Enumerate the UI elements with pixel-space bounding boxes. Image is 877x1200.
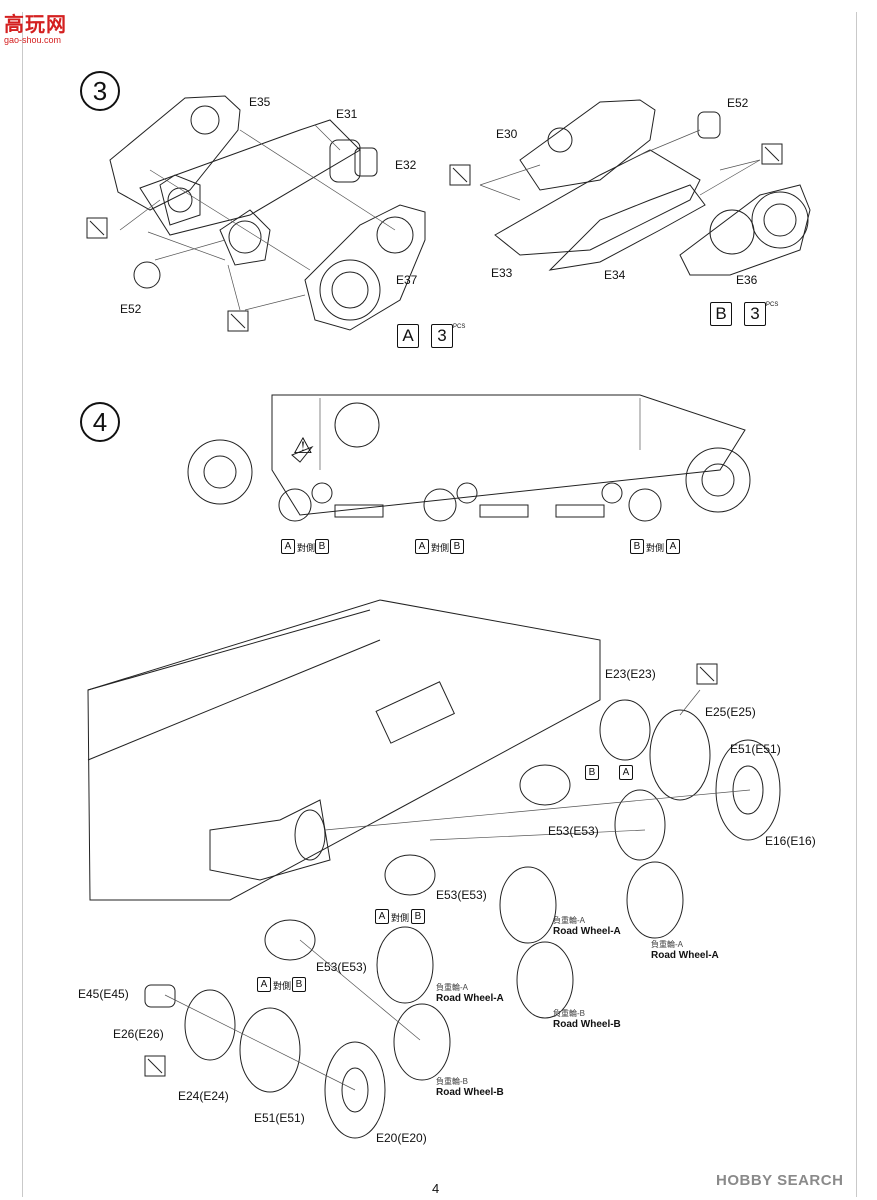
part-label-e32: E32 [395,158,417,172]
road-wheel-en: Road Wheel-B [436,1087,504,1098]
part-label-e31: E31 [336,107,358,121]
road-wheel-en: Road Wheel-A [553,926,621,937]
step5-pair1-b: A [619,765,633,780]
step3-right-drawing [479,99,811,276]
part-label-e53-c: E53(E53) [316,960,367,974]
watermark-url: gao-shou.com [4,35,62,45]
step5-pair3-mid: 對側 [273,981,292,991]
pcs-label-right: PCS [766,302,779,308]
step5-pair1-a: B [585,765,599,780]
road-wheel-en: Road Wheel-A [436,993,504,1004]
step5-pair2-b: B [411,909,425,924]
step5-pair3-a: A [257,977,271,992]
page-border [22,12,857,1197]
warning-icon: ⚠ [293,433,313,458]
part-label-e53-b: E53(E53) [436,888,487,902]
step4-pair2-b: B [450,539,464,554]
part-label-e34: E34 [604,268,626,282]
part-label-e51-right: E51(E51) [730,742,781,756]
step4-drawing [187,394,751,522]
road-wheel-label-5: 負重輪-B Road Wheel-B [436,1076,504,1098]
source-watermark: HOBBY SEARCH [716,1172,844,1189]
pcs-label-left: PCS [453,324,466,330]
part-label-e37: E37 [396,273,418,287]
step4-pair3-a: B [630,539,644,554]
step5-drawing [87,599,781,1139]
road-wheel-cn: 負重輪-B [436,1077,468,1086]
step-4-number: 4 [80,402,120,442]
step4-pair1-a: A [281,539,295,554]
road-wheel-label-1: 負重輪-A Road Wheel-A [553,915,621,937]
part-label-e52-left: E52 [120,302,142,316]
part-label-e26: E26(E26) [113,1027,164,1041]
road-wheel-cn: 負重輪-A [553,916,585,925]
part-set-box-b: B [710,302,732,326]
step4-pair2-mid: 對側 [431,543,450,553]
step5-pair2-mid: 對側 [391,913,410,923]
road-wheel-cn: 負重輪-A [651,940,683,949]
part-label-e23: E23(E23) [605,667,656,681]
part-label-e35: E35 [249,95,271,109]
step4-pair1-mid: 對側 [297,543,316,553]
part-label-e52-right: E52 [727,96,749,110]
step5-pair3-b: B [292,977,306,992]
part-label-e45: E45(E45) [78,987,129,1001]
road-wheel-en: Road Wheel-B [553,1019,621,1030]
part-label-e24: E24(E24) [178,1089,229,1103]
part-label-e33: E33 [491,266,513,280]
step3-left-drawing [109,95,426,331]
page-number: 4 [432,1181,440,1196]
quantity-box-left: 3 [431,324,453,348]
road-wheel-cn: 負重輪-B [553,1009,585,1018]
road-wheel-label-4: 負重輪-B Road Wheel-B [553,1008,621,1030]
part-label-e16: E16(E16) [765,834,816,848]
quantity-box-right: 3 [744,302,766,326]
watermark-name: 高玩网 [4,14,67,36]
part-label-e51-left: E51(E51) [254,1111,305,1125]
road-wheel-label-3: 負重輪-A Road Wheel-A [436,982,504,1004]
watermark-logo: 高玩网 gao-shou.com [4,8,67,45]
no-glue-symbols [86,143,783,1077]
part-label-e30: E30 [496,127,518,141]
part-set-box-a: A [397,324,419,348]
step4-pair3-mid: 對側 [646,543,665,553]
part-label-e25: E25(E25) [705,705,756,719]
road-wheel-en: Road Wheel-A [651,950,719,961]
step-3-number: 3 [80,71,120,111]
part-label-e20: E20(E20) [376,1131,427,1145]
step4-pair1-b: B [315,539,329,554]
road-wheel-cn: 負重輪-A [436,983,468,992]
step5-pair2-a: A [375,909,389,924]
step4-pair2-a: A [415,539,429,554]
road-wheel-label-2: 負重輪-A Road Wheel-A [651,939,719,961]
part-label-e53-a: E53(E53) [548,824,599,838]
step4-pair3-b: A [666,539,680,554]
part-label-e36: E36 [736,273,758,287]
